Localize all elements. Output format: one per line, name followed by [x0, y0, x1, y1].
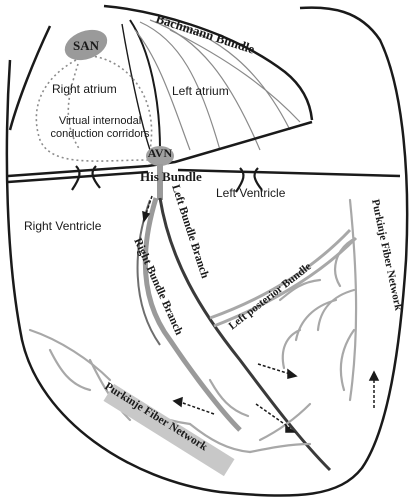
heart-outline — [5, 6, 409, 497]
purkinje-bottom-label-bg — [103, 383, 235, 477]
avn-label: AVN — [148, 146, 173, 160]
san-node — [64, 29, 108, 61]
right-ventricle-label: Right Ventricle — [24, 219, 102, 233]
valve-hooks — [71, 165, 263, 193]
avn-node — [146, 146, 174, 166]
virtual-corridors-label-2: conduction corridors — [50, 128, 150, 140]
bachmann-fibers — [134, 17, 301, 151]
atrium-top-outline — [103, 4, 314, 121]
san-label: SAN — [73, 38, 100, 53]
bachmann-bundle-label: Bachmann Bundle — [154, 11, 257, 57]
left-ventricle-label: Left Ventricle — [216, 186, 286, 200]
right-bundle-branch — [142, 197, 242, 432]
left-bundle-branch-label: Left Bundle Branch — [169, 183, 211, 280]
left-atrium-label: Left atrium — [172, 84, 229, 98]
left-posterior-bundle-label: Left posterior Bundle — [226, 261, 313, 333]
purkinje-bottom-label: Purkinje Fiber Network — [102, 380, 209, 453]
vessel-line-2 — [121, 23, 151, 151]
septum-upper-line — [8, 25, 52, 131]
conduction-arrows — [142, 195, 380, 433]
left-bundle-branch — [158, 197, 332, 472]
purkinje-fibers — [28, 198, 358, 454]
right-atrium-label: Right atrium — [52, 82, 117, 96]
his-bundle-label: His Bundle — [140, 169, 202, 184]
virtual-corridors-label-1: Virtual internodal — [59, 115, 141, 127]
internodal-corridors — [35, 55, 153, 162]
